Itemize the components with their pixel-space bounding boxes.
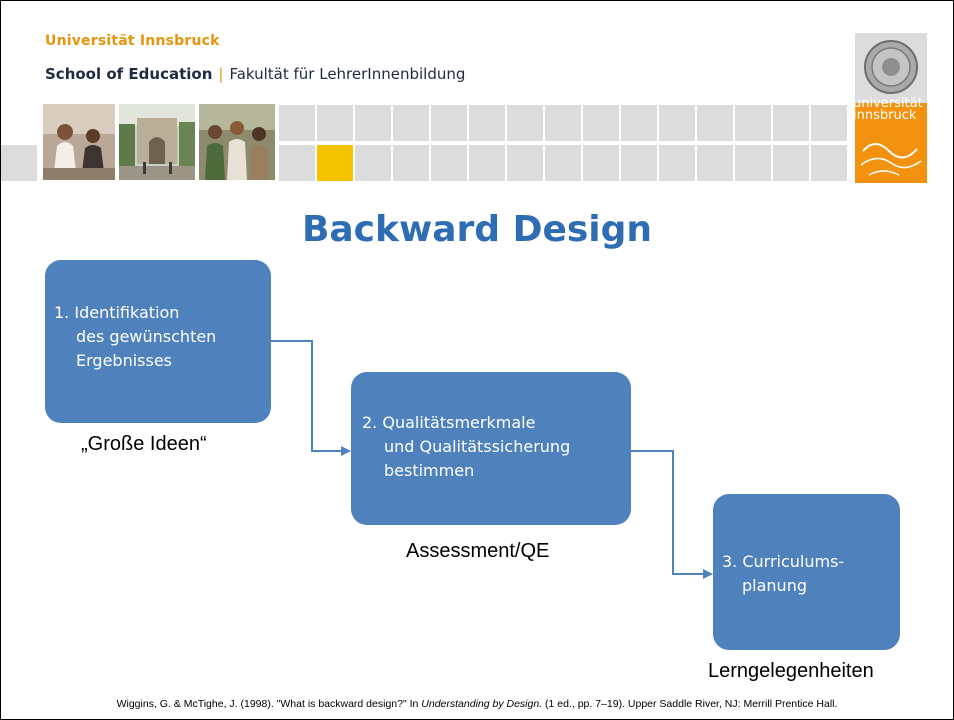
banner-tile: [773, 105, 809, 141]
step-3-line-1: 3. Curriculums-: [722, 552, 845, 571]
banner-tile: [621, 145, 657, 181]
citation: Wiggins, G. & McTighe, J. (1998). "What …: [1, 698, 953, 710]
banner-tile: [583, 105, 619, 141]
logo-text-line1: universität: [853, 96, 923, 111]
arrow-step1-to-step2: [271, 340, 351, 456]
banner-tile: [697, 105, 733, 141]
banner-tile: [393, 105, 429, 141]
banner-tile: [811, 105, 847, 141]
banner-tile: [811, 145, 847, 181]
logo-text-line2: innsbruck: [853, 108, 917, 123]
group-photo: [199, 104, 275, 180]
step-2-line-3: bestimmen: [384, 461, 475, 480]
banner-tile: [507, 105, 543, 141]
step-3-line-2: planung: [742, 576, 807, 595]
step-2-line-2: und Qualitätssicherung: [384, 437, 571, 456]
banner-tile: [735, 105, 771, 141]
tile-banner: [1, 101, 953, 183]
header-separator: |: [218, 65, 224, 83]
banner-tile: [1, 145, 37, 181]
faculty-name: Fakultät für LehrerInnenbildung: [229, 65, 466, 83]
citation-details: (1 ed., pp. 7–19). Upper Saddle River, N…: [542, 698, 838, 710]
banner-tile: [317, 105, 353, 141]
banner-tile: [659, 105, 695, 141]
banner-tile: [469, 145, 505, 181]
banner-tile: [545, 105, 581, 141]
banner-tile: [393, 145, 429, 181]
banner-tile: [621, 105, 657, 141]
citation-authors: Wiggins, G. & McTighe, J. (1998). "What …: [116, 698, 422, 710]
banner-tile: [355, 145, 391, 181]
step-2-line-1: 2. Qualitätsmerkmale: [362, 413, 536, 432]
step-1-line-1: 1. Identifikation: [54, 303, 180, 322]
banner-tile: [469, 105, 505, 141]
banner-tile: [355, 105, 391, 141]
banner-tile: [431, 145, 467, 181]
university-name: Universität Innsbruck: [45, 33, 220, 49]
banner-tile: [659, 145, 695, 181]
step-box-3: 3. Curriculums- planung: [713, 494, 900, 650]
banner-tile: [545, 145, 581, 181]
school-line: School of Education | Fakultät für LehrerI…: [45, 65, 465, 83]
arrow-step2-to-step3: [631, 450, 713, 579]
banner-tile: [773, 145, 809, 181]
step-1-line-2: des gewünschten: [76, 327, 217, 346]
banner-tile-highlight: [317, 145, 353, 181]
banner-tile: [507, 145, 543, 181]
banner-tile: [279, 105, 315, 141]
school-name: School of Education: [45, 65, 213, 83]
banner-tile: [279, 145, 315, 181]
step-box-1: 1. Identifikation des gewünschten Ergebn…: [45, 260, 271, 423]
building-photo: [119, 104, 195, 180]
banner-tile: [697, 145, 733, 181]
step-1-caption: „Große Ideen“: [81, 433, 207, 455]
banner-tile: [431, 105, 467, 141]
step-box-2: 2. Qualitätsmerkmale und Qualitätssicher…: [351, 372, 631, 525]
step-2-caption: Assessment/QE: [406, 540, 550, 562]
step-3-caption: Lerngelegenheiten: [708, 660, 874, 682]
university-logo: universität innsbruck: [853, 33, 927, 183]
citation-book-title: Understanding by Design.: [421, 698, 543, 710]
banner-tile: [735, 145, 771, 181]
banner-tile: [583, 145, 619, 181]
step-1-line-3: Ergebnisses: [76, 351, 172, 370]
slide-title: Backward Design: [301, 209, 653, 250]
students-photo: [43, 104, 115, 180]
